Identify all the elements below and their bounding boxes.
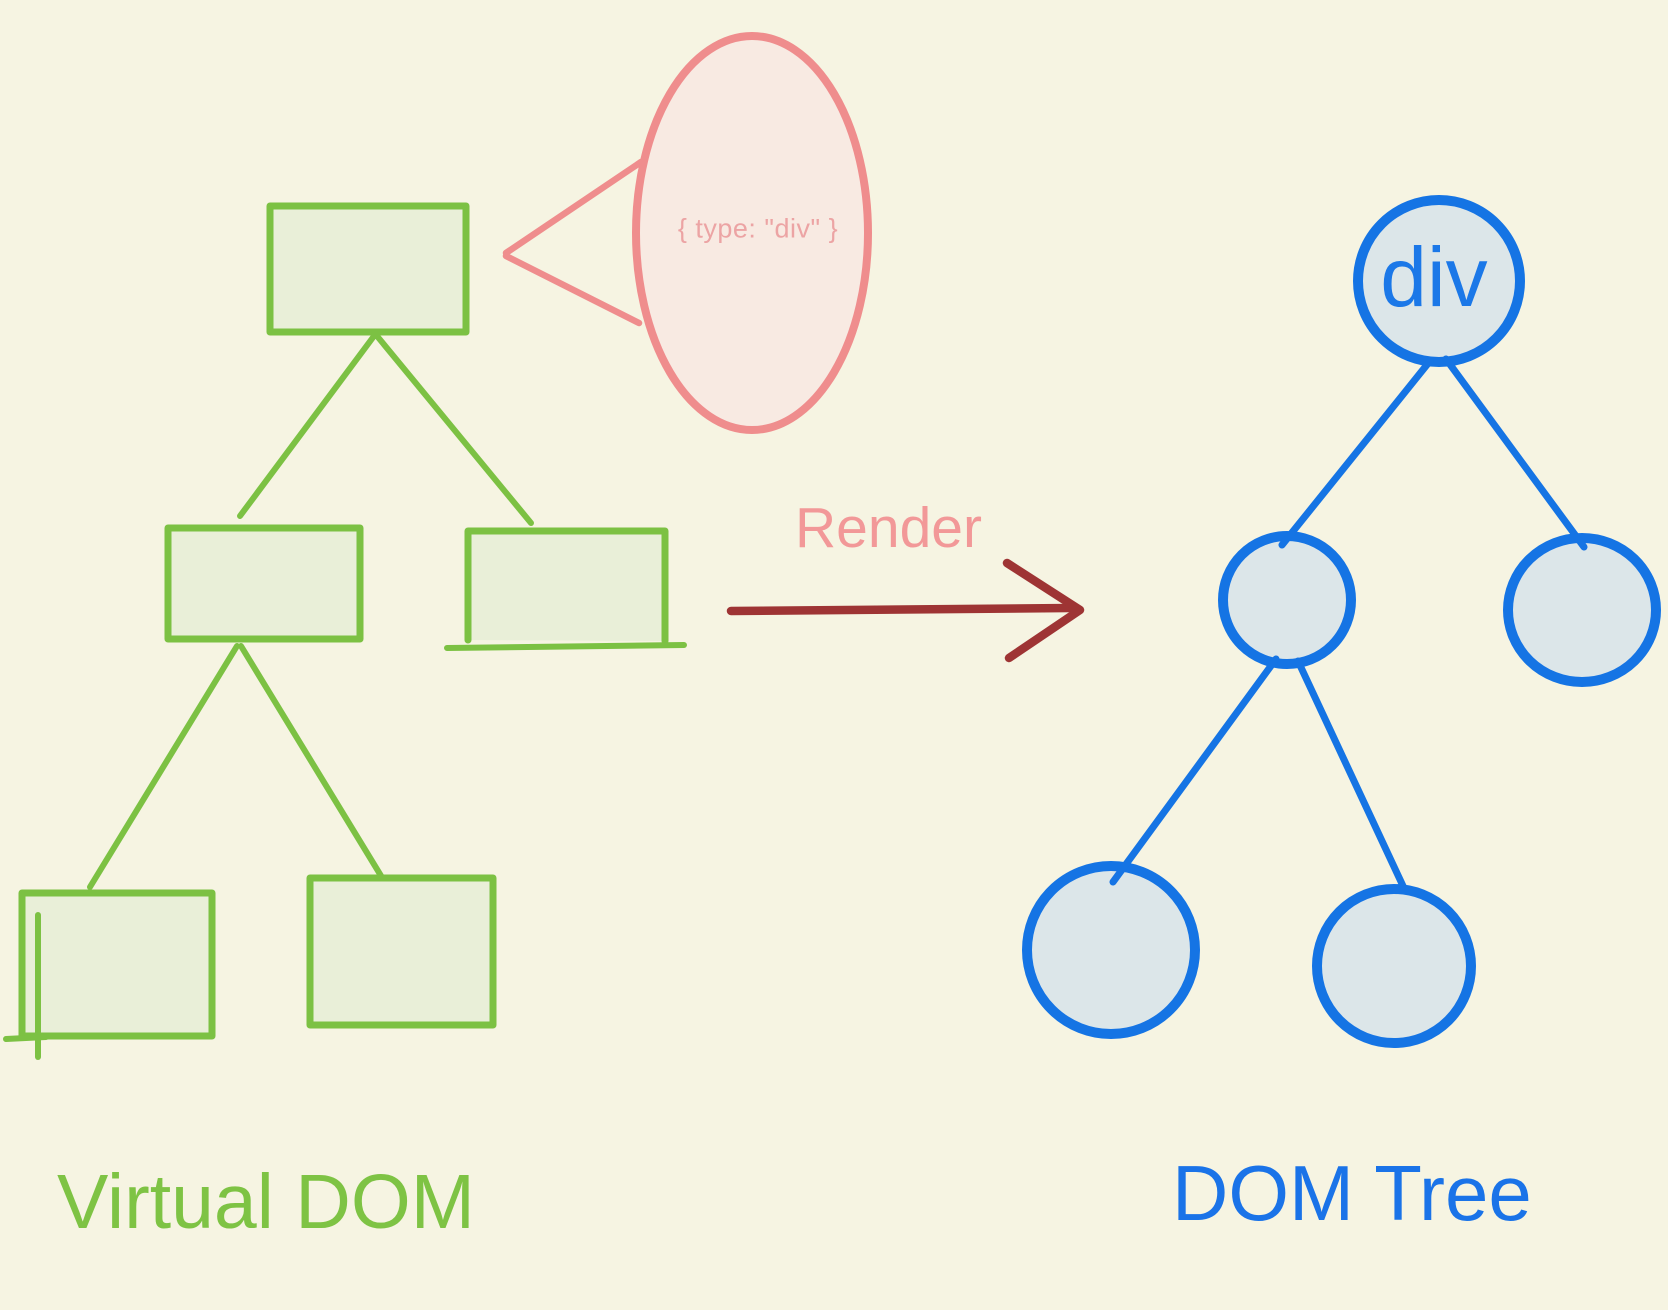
virtual-dom-title: Virtual DOM bbox=[57, 1159, 475, 1245]
vdom-leaf-right-rect bbox=[306, 874, 497, 1029]
callout-pointer-lower-line bbox=[502, 252, 643, 327]
vdom-edge-left-to-leaf1 bbox=[87, 643, 240, 890]
dom-root-circle bbox=[1353, 195, 1525, 367]
dom-child-right-circle bbox=[1503, 533, 1661, 687]
render-arrow bbox=[726, 558, 1085, 663]
dom-edge-root-to-left bbox=[1278, 357, 1434, 549]
render-arrow-head bbox=[1002, 558, 1085, 663]
render-label: Render bbox=[795, 496, 982, 560]
vdom-edge-left-to-leaf2 bbox=[238, 643, 389, 887]
dom-edge-root-to-right bbox=[1442, 355, 1588, 551]
callout-pointer-upper-line bbox=[502, 158, 645, 257]
dom-root-node-label: div bbox=[1380, 230, 1488, 324]
dom-edge-left-to-leaf2 bbox=[1294, 657, 1407, 890]
vdom-leaf-left-rect bbox=[18, 889, 216, 1040]
dom-tree bbox=[1022, 195, 1661, 1048]
vdom-edge-root-to-right bbox=[374, 333, 534, 526]
virtual-dom-tree bbox=[3, 202, 687, 1060]
dom-leaf-right-circle bbox=[1312, 884, 1476, 1048]
callout-ellipse bbox=[632, 32, 872, 434]
vdom-child-right-rect-bottom-stroke bbox=[444, 642, 687, 651]
vdom-child-right-rect bbox=[464, 527, 669, 645]
callout-object-text: { type: "div" } bbox=[677, 213, 839, 244]
vdom-child-left-rect bbox=[164, 524, 364, 643]
vdom-object-callout bbox=[502, 32, 872, 434]
dom-leaf-left-circle bbox=[1022, 861, 1200, 1039]
vdom-edge-root-to-left bbox=[237, 333, 377, 519]
vdom-leaf-left-overshoot-horizontal bbox=[3, 1034, 49, 1042]
render-arrow-shaft bbox=[726, 603, 1075, 616]
dom-child-left-circle bbox=[1218, 531, 1356, 669]
dom-tree-title: DOM Tree bbox=[1172, 1149, 1532, 1237]
vdom-root-rect bbox=[266, 202, 470, 336]
dom-edge-left-to-leaf1 bbox=[1109, 655, 1280, 886]
